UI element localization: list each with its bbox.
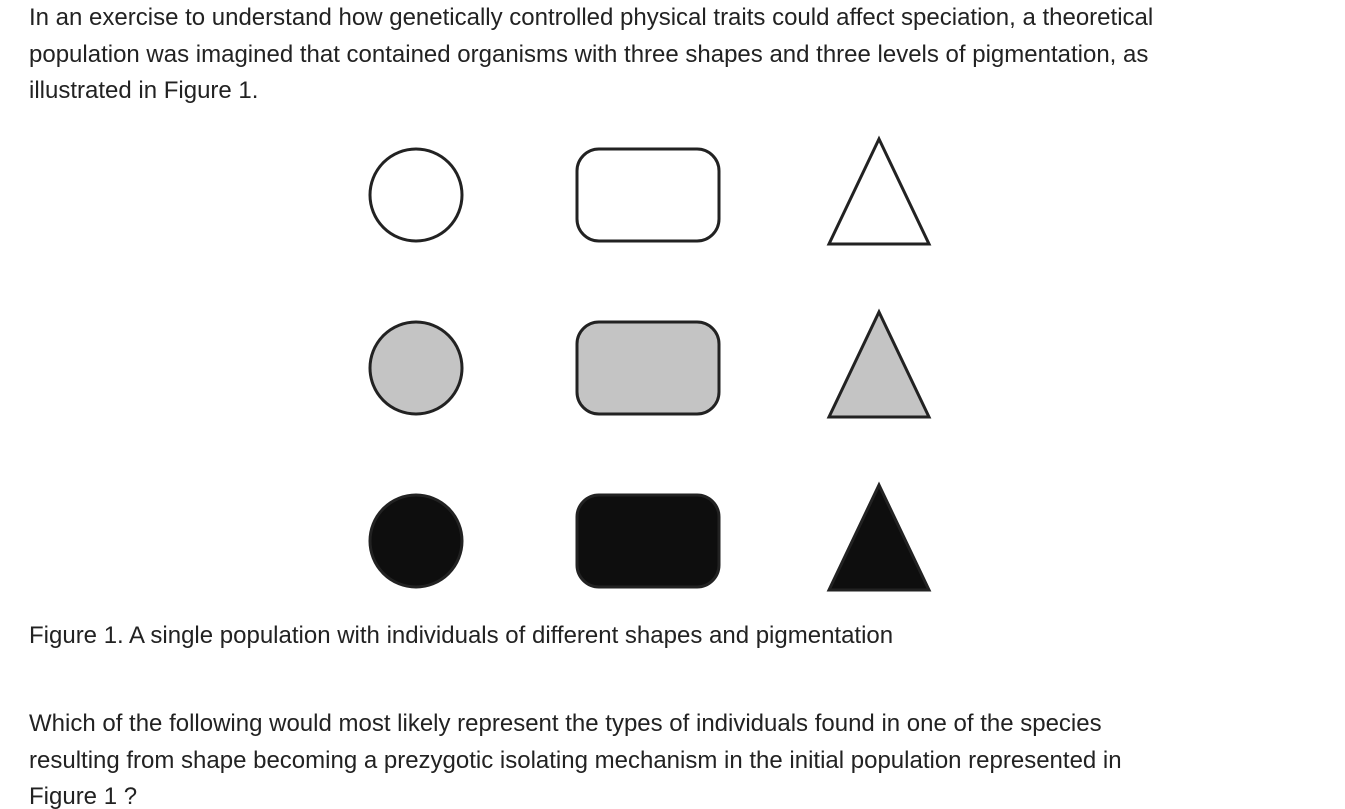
question-paragraph: Which of the following would most likely… <box>29 706 1319 809</box>
none-rounded-rectangle-shape <box>575 147 721 243</box>
question-line-2: resulting from shape becoming a prezygot… <box>29 746 1122 774</box>
dark-rounded-rectangle-shape <box>575 493 721 589</box>
dark-circle-shape <box>368 493 464 589</box>
figure-1-shapes-grid <box>368 135 932 592</box>
question-line-1: Which of the following would most likely… <box>29 710 1102 737</box>
figure-caption: Figure 1. A single population with indiv… <box>29 622 894 649</box>
medium-rounded-rectangle-shape <box>575 320 721 416</box>
none-triangle-shape <box>826 135 932 246</box>
dark-triangle-shape <box>826 481 932 592</box>
intro-line-3: illustrated in Figure 1. <box>29 77 259 104</box>
question-line-3: Figure 1 ? <box>29 783 138 809</box>
medium-triangle-shape <box>826 308 932 419</box>
none-circle-shape <box>368 147 464 243</box>
medium-circle-shape <box>368 320 464 416</box>
intro-line-1: In an exercise to understand how genetic… <box>29 4 1154 31</box>
intro-line-2: population was imagined that contained o… <box>29 40 1149 68</box>
intro-paragraph: In an exercise to understand how genetic… <box>29 0 1319 110</box>
